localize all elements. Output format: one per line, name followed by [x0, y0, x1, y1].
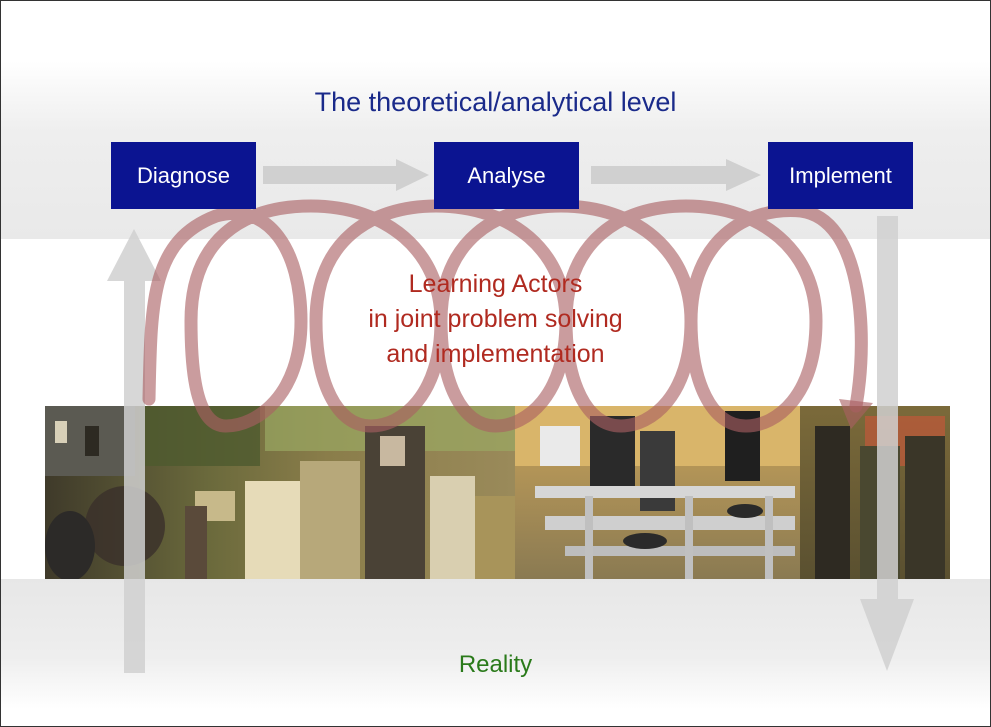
reality-label: Reality — [458, 651, 533, 678]
actors-line-1: Learning Actors — [408, 270, 583, 298]
arrow-diagnose-to-analyse — [263, 159, 429, 191]
implement-label: Implement — [789, 162, 892, 188]
actors-line-3: and implementation — [386, 340, 605, 368]
analyse-label: Analyse — [467, 162, 546, 188]
diagnose-box: Diagnose — [111, 142, 256, 209]
spiral-arrowhead — [839, 399, 873, 429]
learning-spiral — [142, 199, 868, 433]
reality-band — [1, 579, 990, 709]
actors-line-2: in joint problem solving — [368, 305, 623, 333]
diagnose-label: Diagnose — [137, 162, 230, 188]
analyse-box: Analyse — [434, 142, 579, 209]
up-arrow — [107, 229, 161, 673]
arrow-analyse-to-implement — [591, 159, 761, 191]
theoretical-level-title: The theoretical/analytical level — [314, 87, 677, 117]
down-arrow — [860, 216, 914, 671]
implement-box: Implement — [768, 142, 913, 209]
learning-actors-text: Learning Actors in joint problem solving… — [1, 267, 990, 372]
